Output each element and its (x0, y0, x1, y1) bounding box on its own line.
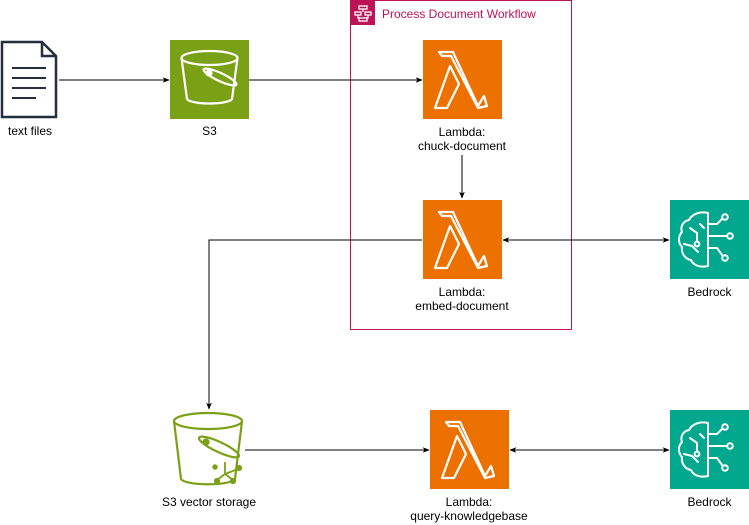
lambda-chunk-label-line1: Lambda: (438, 125, 486, 139)
lambda-icon (423, 40, 502, 119)
lambda-embed-label-line2: embed-document (415, 299, 509, 313)
lambda-query-label-line2: query-knowledgebase (410, 509, 528, 523)
text-files-label: text files (7, 124, 52, 138)
edges (59, 77, 670, 453)
lambda-chunk-label-line2: chuck-document (417, 139, 507, 153)
document-icon (0, 40, 58, 119)
s3-label: S3 (202, 124, 217, 138)
bedrock-bottom-label: Bedrock (687, 495, 732, 509)
edge-embed-to-vector-storage (206, 239, 422, 410)
bedrock-icon (670, 200, 749, 279)
s3-bucket-icon (170, 40, 249, 119)
step-functions-icon (351, 1, 375, 25)
workflow-group (350, 0, 572, 330)
lambda-query-label-line1: Lambda: (445, 495, 493, 509)
lambda-query-label: Lambda: query-knowledgebase (399, 495, 539, 523)
lambda-embed-label: Lambda: embed-document (402, 285, 522, 313)
s3-vector-storage-label: S3 vector storage (161, 495, 257, 509)
lambda-embed-label-line1: Lambda: (438, 285, 486, 299)
bedrock-top-label: Bedrock (687, 285, 732, 299)
s3-vector-bucket-icon (172, 411, 244, 486)
lambda-chunk-label: Lambda: chuck-document (402, 125, 522, 153)
lambda-icon (423, 200, 502, 279)
lambda-icon (430, 410, 509, 489)
bedrock-icon (670, 410, 749, 489)
workflow-title: Process Document Workflow (382, 7, 536, 21)
